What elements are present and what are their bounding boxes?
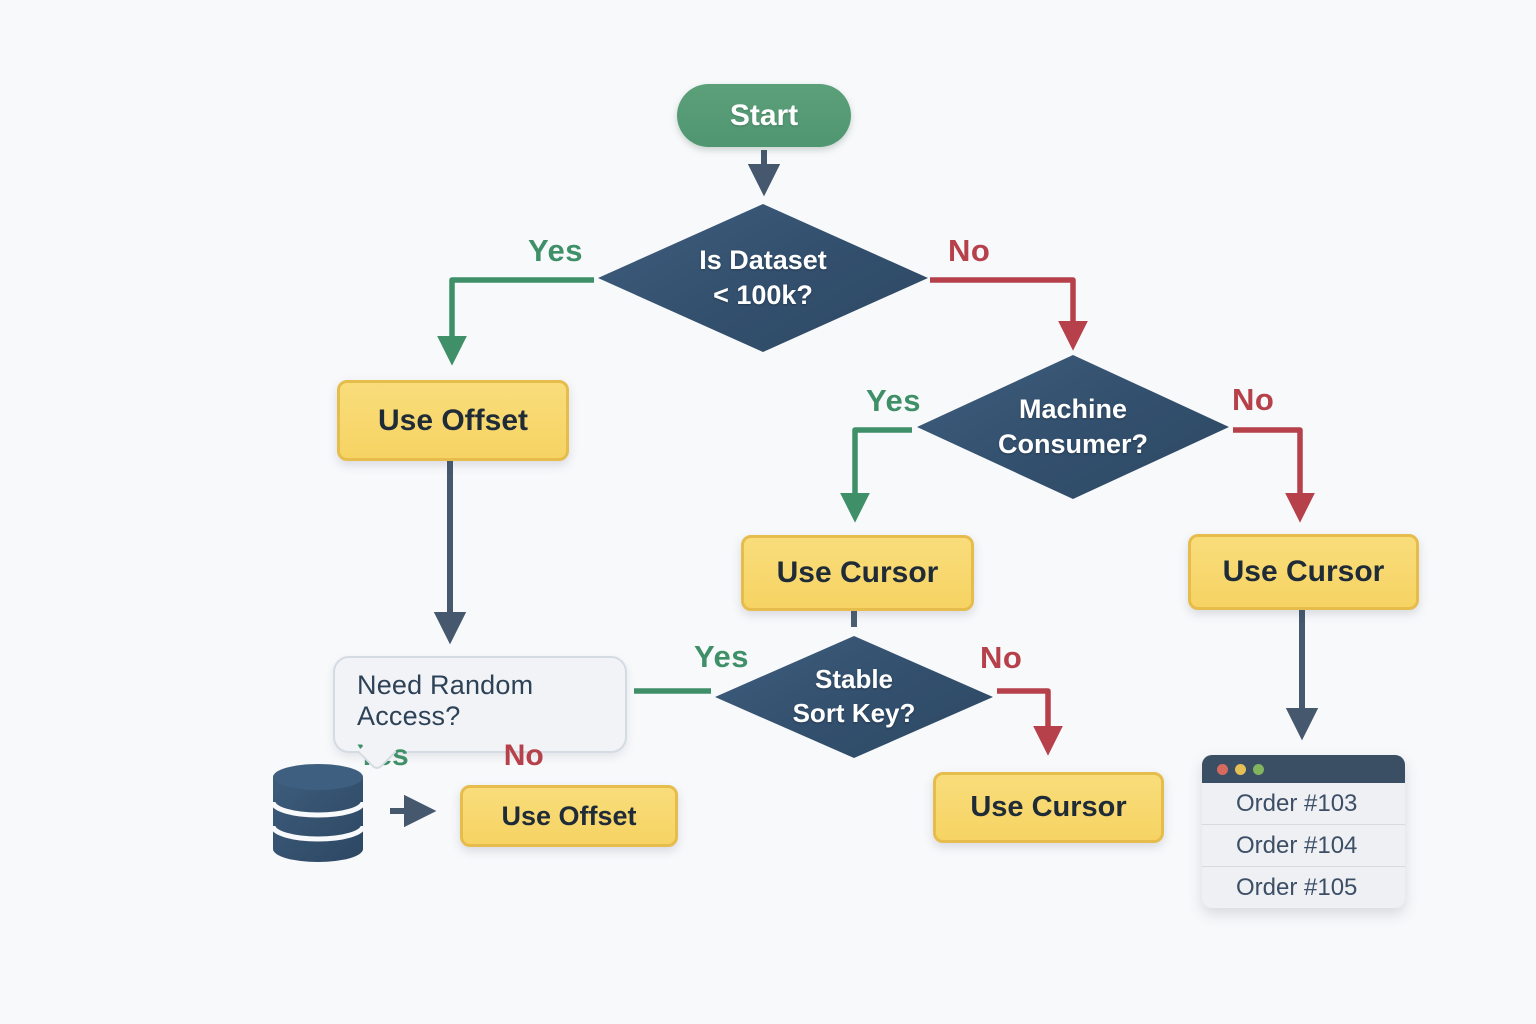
result-use-cursor-machine-no-label: Use Cursor xyxy=(1222,555,1385,588)
database-icon xyxy=(270,764,366,862)
edge-machine-no xyxy=(1233,427,1315,523)
bubble-need-random-access: Need Random Access? Yes No xyxy=(333,656,627,772)
orders-window: Order #103 Order #104 Order #105 xyxy=(1202,755,1405,908)
bubble-no-label: No xyxy=(503,739,544,772)
decision-machine-line2: Consumer? xyxy=(997,429,1149,459)
result-use-offset-main: Use Offset xyxy=(337,380,569,461)
green-dot-icon xyxy=(1253,763,1264,775)
decision-stable-line2: Sort Key? xyxy=(792,698,916,728)
bubble-question: Need Random Access? xyxy=(357,670,534,731)
decision-stable-line1: Stable xyxy=(814,664,894,695)
label-stable-yes: Yes xyxy=(694,639,749,674)
decision-dataset-size: Is Dataset < 100k? xyxy=(598,204,928,352)
order-row: Order #105 xyxy=(1202,866,1405,908)
result-use-cursor-stable-no-label: Use Cursor xyxy=(970,791,1127,823)
order-row: Order #104 xyxy=(1202,824,1405,866)
decision-stable-sort-key: Stable Sort Key? xyxy=(715,636,993,758)
window-titlebar xyxy=(1202,755,1405,783)
result-use-cursor-machine-no: Use Cursor xyxy=(1188,534,1419,610)
label-dataset-yes: Yes xyxy=(528,233,583,268)
red-dot-icon xyxy=(1217,763,1228,775)
label-stable-no: No xyxy=(980,640,1023,675)
edge-machine-yes xyxy=(840,427,912,523)
decision-machine-consumer: Machine Consumer? xyxy=(917,355,1229,499)
result-use-offset-random-label: Use Offset xyxy=(501,800,637,831)
decision-dataset-line2: < 100k? xyxy=(713,280,813,310)
edge-dataset-yes xyxy=(437,277,594,366)
edge-dataset-no xyxy=(930,277,1088,351)
label-machine-no: No xyxy=(1232,382,1275,417)
result-use-offset-random: Use Offset xyxy=(460,785,678,847)
result-use-cursor-stable-no: Use Cursor xyxy=(933,772,1164,843)
label-dataset-no: No xyxy=(948,233,991,268)
yellow-dot-icon xyxy=(1235,763,1246,775)
result-use-cursor-machine-yes: Use Cursor xyxy=(741,535,974,611)
decision-dataset-line1: Is Dataset xyxy=(699,244,827,275)
result-use-offset-main-label: Use Offset xyxy=(377,403,529,437)
start-label: Start xyxy=(729,98,799,132)
order-row: Order #103 xyxy=(1236,789,1358,817)
result-use-cursor-machine-yes-label: Use Cursor xyxy=(776,556,939,589)
start-node: Start xyxy=(677,84,851,147)
label-machine-yes: Yes xyxy=(866,383,921,418)
edge-stable-no xyxy=(997,688,1063,756)
decision-machine-line1: Machine xyxy=(1018,393,1128,424)
